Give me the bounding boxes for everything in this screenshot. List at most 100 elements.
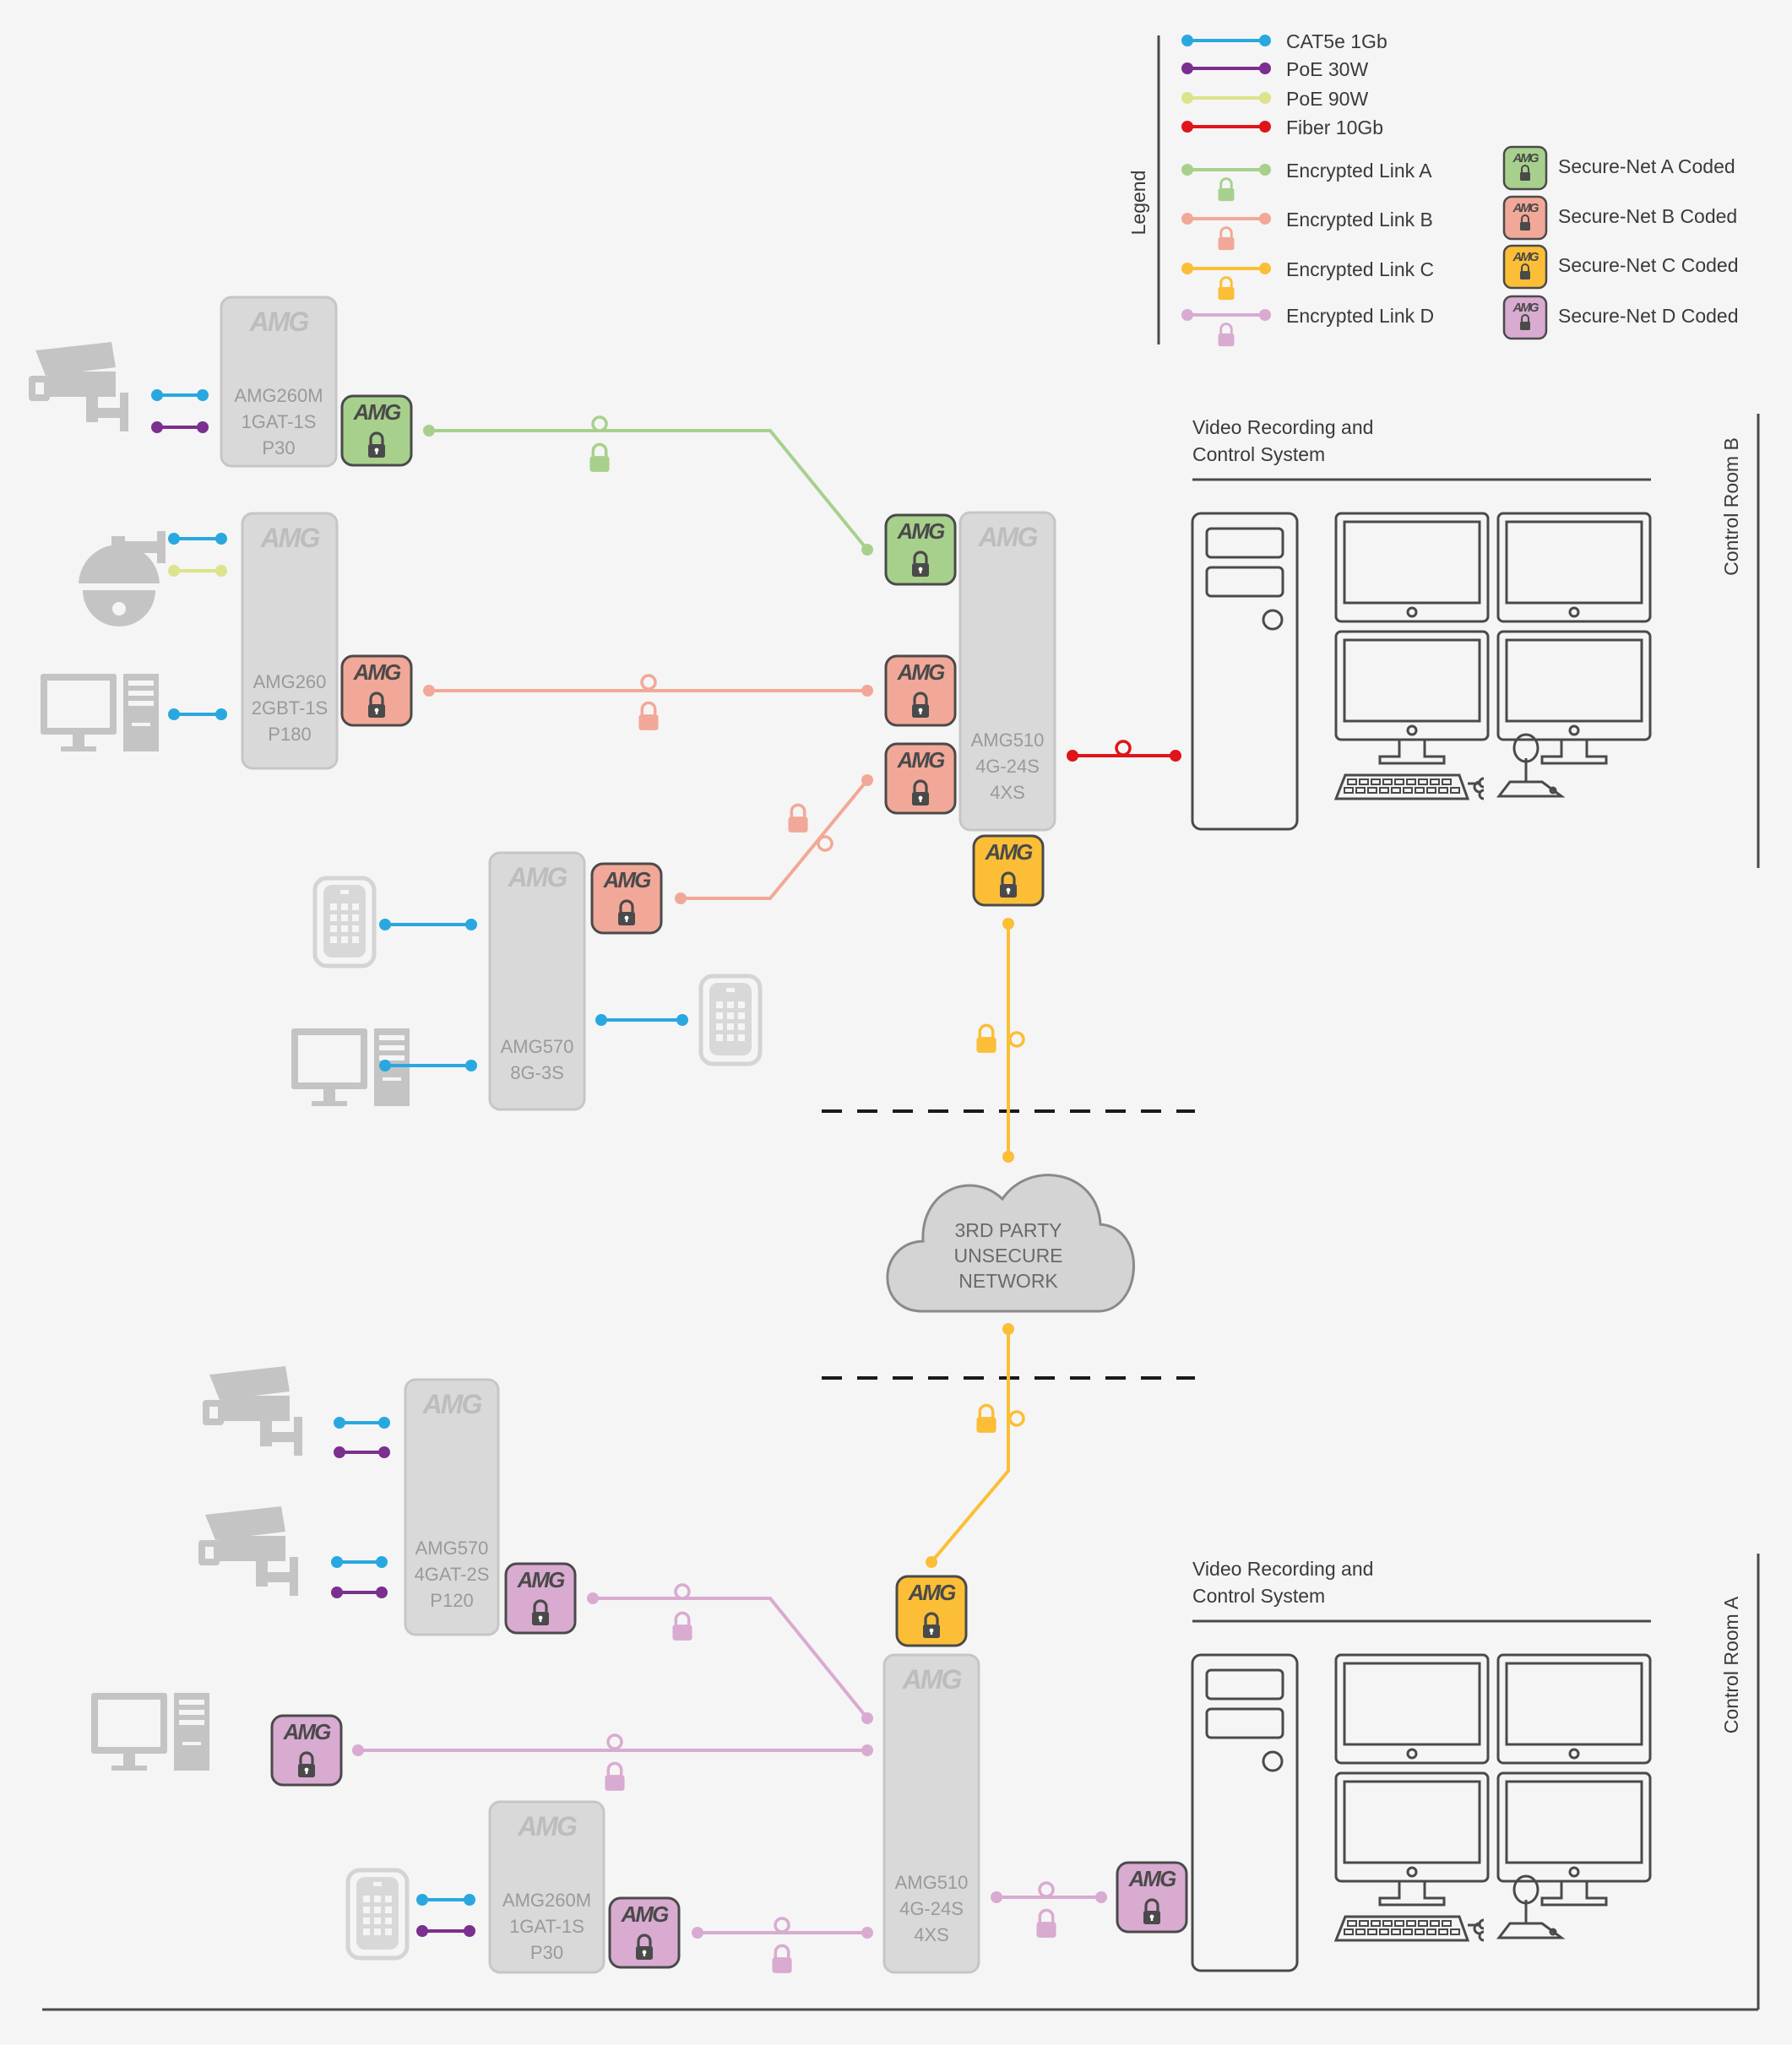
- switch-logo: AMG: [508, 862, 567, 892]
- poe30-link: [334, 1446, 390, 1458]
- legend-securenet-badge: AMG: [1502, 195, 1548, 241]
- legend-encrypted-sample: [1181, 164, 1271, 176]
- cloud-label: 3RD PARTY: [955, 1219, 1062, 1241]
- room-a-vrs-title: Video Recording and: [1192, 1558, 1373, 1580]
- poe30-link: [331, 1587, 388, 1598]
- cat5e-link: [331, 1556, 388, 1568]
- room-b-title: Control Room B: [1720, 437, 1742, 576]
- badge-logo: AMG: [897, 747, 945, 773]
- legend-securenet-badge: AMG: [1502, 295, 1548, 340]
- securenet-c-badge: AMG: [972, 834, 1045, 907]
- badge-logo: AMG: [1512, 250, 1539, 264]
- badge-logo: AMG: [985, 839, 1033, 865]
- link-node-icon: [1008, 1031, 1025, 1048]
- legend-encrypted-label: Encrypted Link A: [1286, 160, 1432, 182]
- legend-encrypted-label: Encrypted Link D: [1286, 305, 1434, 327]
- legend-encrypted-sample: [1181, 309, 1271, 321]
- padlock-icon: [1217, 177, 1235, 203]
- badge-logo: AMG: [1512, 151, 1539, 165]
- cat5e-link: [595, 1014, 688, 1026]
- securenet-d-badge: AMG: [270, 1714, 343, 1787]
- link-node-icon: [591, 415, 608, 432]
- encrypted-link-a: [423, 425, 873, 556]
- legend-encrypted-label: Encrypted Link C: [1286, 258, 1434, 280]
- cat5e-link: [334, 1417, 390, 1429]
- cloud-label: UNSECURE: [953, 1245, 1062, 1267]
- switch-model-line: 1GAT-1S: [242, 411, 317, 432]
- securenet-d-badge: AMG: [504, 1562, 577, 1635]
- switch-model-line: 4XS: [914, 1924, 949, 1945]
- badge-logo: AMG: [353, 659, 401, 685]
- padlock-icon: [787, 803, 809, 834]
- encrypted-link-c: [1002, 918, 1014, 1163]
- switch-model-line: AMG510: [895, 1872, 969, 1893]
- legend-securenet-label: Secure-Net C Coded: [1558, 254, 1739, 276]
- room-b-vrs-title: Video Recording and: [1192, 416, 1373, 438]
- switch-logo: AMG: [517, 1811, 577, 1842]
- legend-line-sample: [1181, 92, 1271, 104]
- switch-model-line: AMG260M: [502, 1890, 591, 1911]
- room-a-workstation-icon: [1191, 1653, 1652, 1972]
- cloud-label: NETWORK: [958, 1270, 1058, 1292]
- badge-logo: AMG: [353, 399, 401, 425]
- badge-logo: AMG: [908, 1580, 956, 1605]
- padlock-icon: [771, 1944, 793, 1975]
- switch-model-line: 2GBT-1S: [252, 697, 328, 719]
- padlock-icon: [975, 1023, 997, 1055]
- encrypted-link-b: [423, 685, 873, 697]
- switch-logo: AMG: [249, 306, 309, 337]
- switch-model-line: 4XS: [990, 782, 1025, 803]
- switch-model-line: 4G-24S: [899, 1898, 964, 1919]
- keypad-icon: [315, 878, 374, 966]
- switch-model-line: 1GAT-1S: [509, 1916, 584, 1937]
- legend-securenet-label: Secure-Net B Coded: [1558, 205, 1737, 227]
- link-node-icon: [774, 1917, 790, 1934]
- padlock-icon: [671, 1611, 693, 1642]
- securenet-d-badge: AMG: [1116, 1861, 1188, 1934]
- switch-model-line: 4G-24S: [975, 756, 1040, 777]
- link-node-icon: [640, 674, 657, 691]
- switch-model-line: 8G-3S: [510, 1062, 564, 1083]
- link-node-icon: [1115, 740, 1132, 757]
- cat5e-link: [168, 533, 227, 545]
- legend-securenet-badge: AMG: [1502, 244, 1548, 290]
- cat5e-link: [379, 1060, 477, 1071]
- switch-model-line: AMG570: [415, 1538, 489, 1559]
- keypad-icon: [701, 976, 760, 1064]
- legend-securenet-badge: AMG: [1502, 145, 1548, 191]
- link-node-icon: [606, 1733, 623, 1750]
- cat5e-link: [379, 919, 477, 930]
- camera-icon: [198, 1506, 298, 1596]
- legend-encrypted-label: Encrypted Link B: [1286, 209, 1433, 231]
- legend-line-sample: [1181, 35, 1271, 46]
- switch-logo: AMG: [260, 523, 320, 553]
- cat5e-link: [151, 389, 209, 401]
- legend-title: Legend: [1127, 171, 1149, 236]
- poe30-link: [151, 421, 209, 433]
- encrypted-link-c: [926, 1323, 1014, 1568]
- badge-logo: AMG: [1512, 201, 1539, 215]
- securenet-d-badge: AMG: [608, 1896, 681, 1969]
- switch-logo: AMG: [422, 1389, 482, 1419]
- switch-model-line: P180: [268, 724, 311, 745]
- padlock-icon: [1217, 323, 1235, 348]
- padlock-icon: [604, 1761, 626, 1793]
- legend-encrypted-sample: [1181, 213, 1271, 225]
- legend-securenet-label: Secure-Net A Coded: [1558, 155, 1735, 177]
- encrypted-link-d: [352, 1744, 873, 1756]
- switch-logo: AMG: [902, 1664, 962, 1695]
- keypad-icon: [348, 1870, 407, 1958]
- cat5e-link: [168, 708, 227, 720]
- securenet-b-badge: AMG: [590, 862, 663, 935]
- poe30-link: [416, 1925, 475, 1937]
- link-node-icon: [1038, 1881, 1055, 1898]
- securenet-a-badge: AMG: [340, 394, 413, 467]
- link-node-icon: [1008, 1410, 1025, 1427]
- camera-icon: [203, 1366, 302, 1456]
- switch-model-line: AMG510: [971, 730, 1045, 751]
- padlock-icon: [1035, 1908, 1057, 1939]
- padlock-icon: [1217, 276, 1235, 301]
- switch-logo: AMG: [978, 522, 1038, 552]
